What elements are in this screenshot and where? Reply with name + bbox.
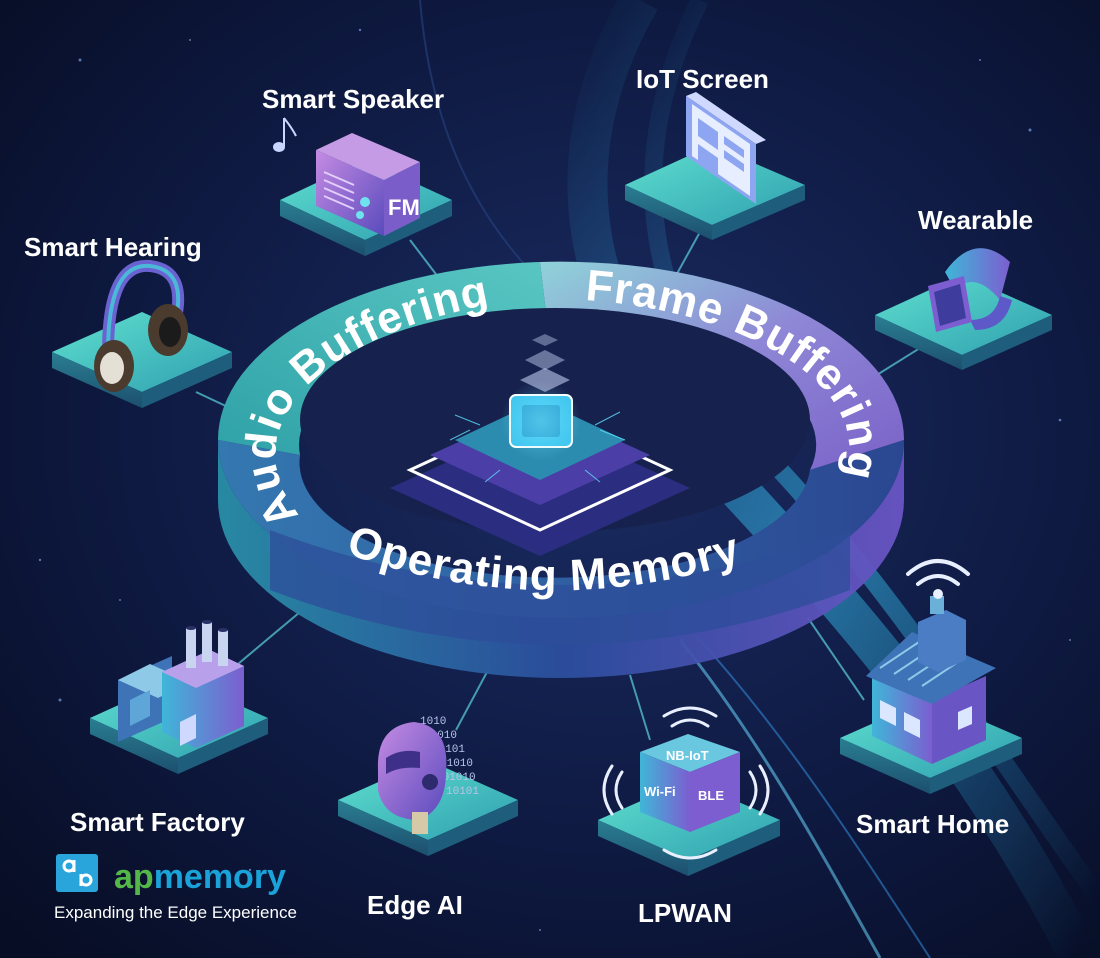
- radio-icon: FM: [316, 133, 420, 236]
- robot-head-icon: [377, 722, 447, 834]
- svg-text:01010: 01010: [440, 758, 473, 770]
- brand-tagline: Expanding the Edge Experience: [54, 903, 297, 922]
- wifi-face-label: Wi-Fi: [644, 784, 676, 799]
- device-label: LPWAN: [638, 898, 732, 928]
- device-label: Smart Factory: [70, 807, 245, 837]
- fm-label: FM: [388, 195, 420, 220]
- device-wearable: Wearable: [875, 205, 1052, 370]
- screen-icon: [686, 92, 766, 204]
- device-label: Wearable: [918, 205, 1033, 235]
- device-smart-factory: Smart Factory: [70, 620, 268, 837]
- svg-text:10101: 10101: [446, 786, 479, 798]
- watch-icon: [928, 248, 1012, 332]
- device-label: Smart Hearing: [24, 232, 202, 262]
- center-chip: [390, 334, 690, 556]
- device-smart-home: Smart Home: [840, 559, 1022, 839]
- music-note-icon: [273, 117, 297, 152]
- nb-iot-label: NB-IoT: [666, 748, 709, 763]
- device-lpwan: NB-IoT Wi-Fi BLE LPWAN: [598, 706, 780, 928]
- device-label: Edge AI: [367, 890, 463, 920]
- device-iot-screen: IoT Screen: [625, 64, 805, 240]
- house-icon: [866, 596, 996, 764]
- cube-icon: NB-IoT Wi-Fi BLE: [640, 734, 740, 832]
- svg-text:1010: 1010: [420, 716, 446, 728]
- device-label: IoT Screen: [636, 64, 769, 94]
- device-label: Smart Speaker: [262, 84, 444, 114]
- brand-block: apmemory Expanding the Edge Experience: [54, 854, 297, 922]
- wifi-icon: [906, 559, 970, 599]
- device-smart-hearing: Smart Hearing: [24, 232, 232, 408]
- headphones-icon: [94, 259, 188, 392]
- ble-face-label: BLE: [698, 788, 724, 803]
- signal-waves-icon: [602, 706, 770, 860]
- device-edge-ai: 1010 01010 10101 01010 101010 10101 Edge…: [338, 716, 518, 920]
- star-dots: [38, 28, 1071, 931]
- apmemory-logo-icon: [56, 854, 98, 892]
- brand-wordmark: apmemory: [114, 858, 286, 896]
- device-label: Smart Home: [856, 809, 1009, 839]
- factory-icon: [118, 620, 244, 748]
- device-smart-speaker: FM Smart Speaker: [262, 84, 452, 256]
